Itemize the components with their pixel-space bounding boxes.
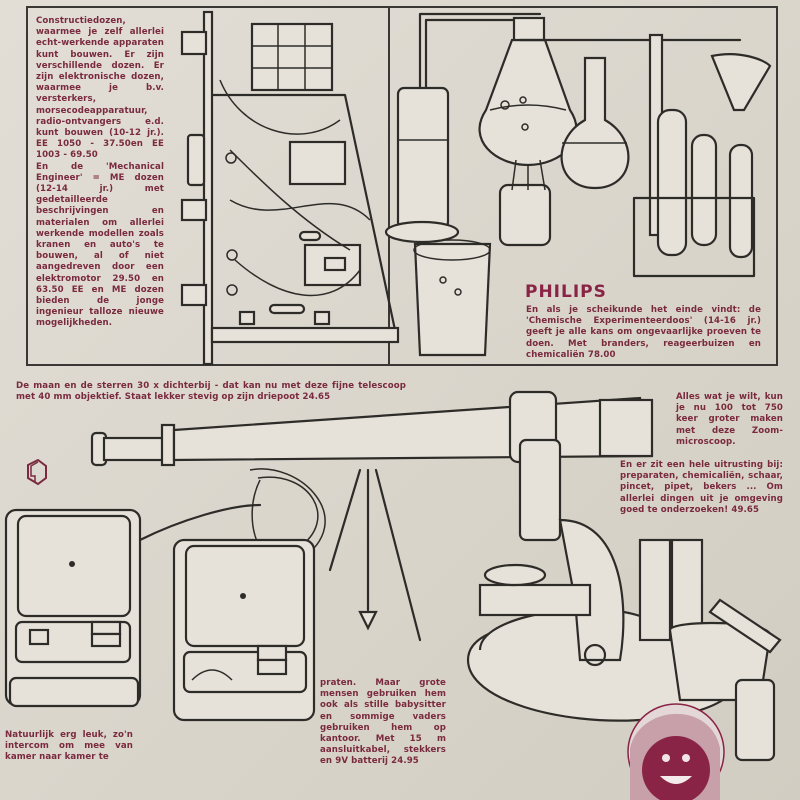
philips-brand-logo: PHILIPS [525,282,607,302]
construction-kit-illustration [180,10,400,366]
construction-kit-description: Constructiedozen, waarmee je zelf allerl… [36,16,164,330]
chemistry-set-description: En als je scheikunde het einde vindt: de… [526,305,761,360]
chemistry-illustration [384,12,772,357]
construction-kit-text-ee: Constructiedozen, waarmee je zelf allerl… [36,16,164,161]
intercom-illustration [4,503,316,722]
mascot-face-icon [627,703,725,800]
microscope-description: En er zit een hele uitrusting bij: prepa… [620,460,783,515]
microscope-illustration [466,438,782,762]
chemistry-frame [386,6,778,366]
hexagon-logo-icon [27,458,47,486]
microscope-description-intro: Alles wat je wilt, kun je nu 100 tot 750… [676,392,783,447]
intercom-description-left: Natuurlijk erg leuk, zo'n intercom om me… [5,730,133,763]
intercom-description-right: praten. Maar grote mensen gebruiken hem … [320,678,446,767]
telescope-description: De maan en de sterren 30 x dichterbij - … [16,381,406,403]
construction-kit-text-me: En de 'Mechanical Engineer' = ME dozen (… [36,161,164,329]
